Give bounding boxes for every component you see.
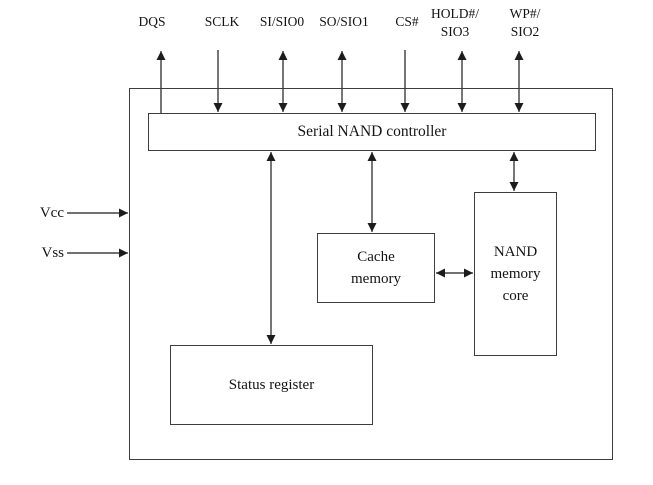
status-register-box: Status register — [170, 345, 373, 425]
pin-label-hold-sio3: HOLD#/ SIO3 — [409, 5, 501, 40]
pin-label-sclk: SCLK — [204, 14, 240, 29]
pin-label-so-sio1: SO/SIO1 — [319, 14, 369, 29]
cache-memory-box: Cache memory — [317, 233, 435, 303]
pin-label-si-sio0: SI/SIO0 — [259, 14, 305, 29]
serial-nand-controller-box: Serial NAND controller — [148, 113, 596, 151]
pin-label-wp-sio2-line2: SIO2 — [510, 23, 540, 39]
nand-memory-core-label-line3: core — [502, 288, 529, 304]
power-label-vcc: Vcc — [39, 205, 64, 221]
cache-memory-label-line2: memory — [351, 271, 401, 287]
nand-memory-core-box: NAND memory core — [474, 192, 557, 356]
nand-memory-core-label-line2: memory — [490, 266, 541, 282]
pin-label-hold-sio3-line1: HOLD#/ — [431, 6, 479, 21]
pin-label-hold-sio3-line2: SIO3 — [440, 23, 470, 39]
chip-boundary-box — [129, 88, 613, 460]
status-register-label: Status register — [228, 377, 315, 393]
cache-memory-label-line1: Cache — [357, 249, 395, 265]
serial-nand-controller-label: Serial NAND controller — [297, 123, 447, 140]
pin-label-wp-sio2-line1: WP#/ — [509, 6, 541, 21]
pin-label-dqs: DQS — [138, 14, 166, 29]
nand-memory-core-label-line1: NAND — [493, 244, 538, 260]
power-label-vss: Vss — [41, 245, 64, 261]
pin-label-cs: CS# — [395, 14, 419, 29]
pin-label-wp-sio2: WP#/ SIO2 — [479, 5, 571, 40]
